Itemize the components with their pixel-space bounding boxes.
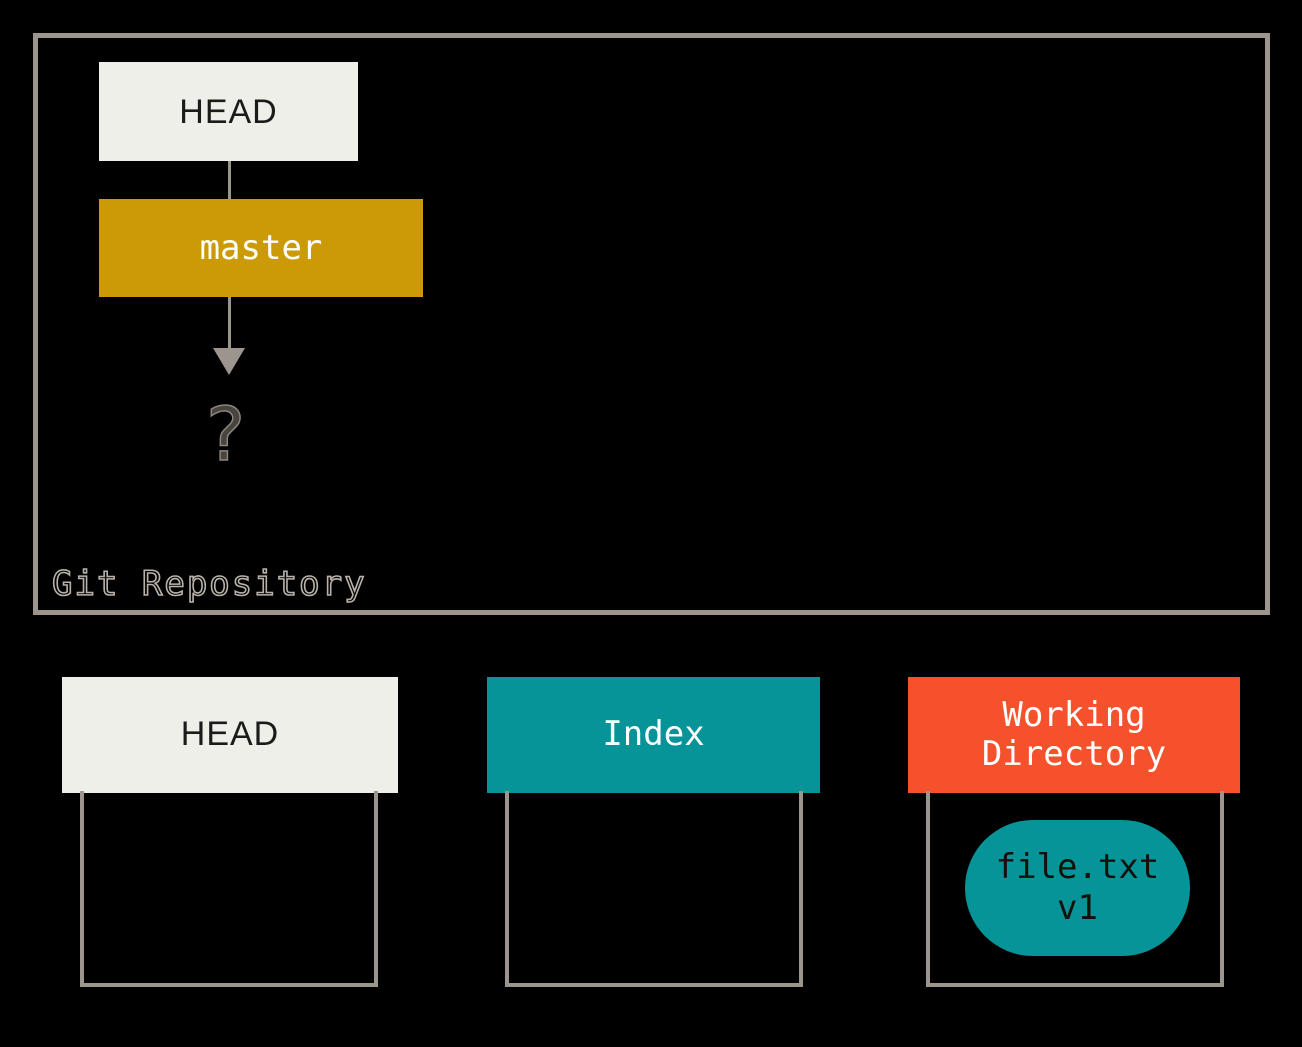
commit-placeholder-question-icon: ? (205, 392, 246, 478)
connector-master-to-commit (228, 297, 231, 350)
repo-master-label: master (199, 228, 323, 268)
area-head-label: HEAD (180, 715, 280, 754)
area-index-body (505, 791, 803, 987)
git-repository-frame (33, 33, 1270, 615)
area-working-directory-label: Working Directory (981, 694, 1167, 774)
area-working-directory: Working Directory (908, 677, 1240, 987)
area-index-label: Index (602, 714, 705, 755)
area-index: Index (487, 677, 820, 987)
repo-master-box[interactable]: master (99, 199, 423, 297)
area-head: HEAD (62, 677, 398, 987)
area-head-header[interactable]: HEAD (62, 677, 398, 793)
git-repository-label: Git Repository (51, 564, 367, 604)
area-working-directory-header[interactable]: Working Directory (908, 677, 1240, 793)
file-node-name: file.txt (995, 847, 1160, 888)
repo-head-box[interactable]: HEAD (99, 62, 358, 161)
file-node-version: v1 (1057, 888, 1098, 928)
repo-head-label: HEAD (179, 92, 278, 131)
file-node-file-txt[interactable]: file.txt v1 (965, 820, 1190, 956)
connector-head-to-master (228, 161, 231, 200)
area-index-header[interactable]: Index (487, 677, 820, 793)
area-working-directory-body (926, 791, 1224, 987)
arrow-down-icon (213, 348, 245, 375)
area-head-body (80, 791, 378, 987)
